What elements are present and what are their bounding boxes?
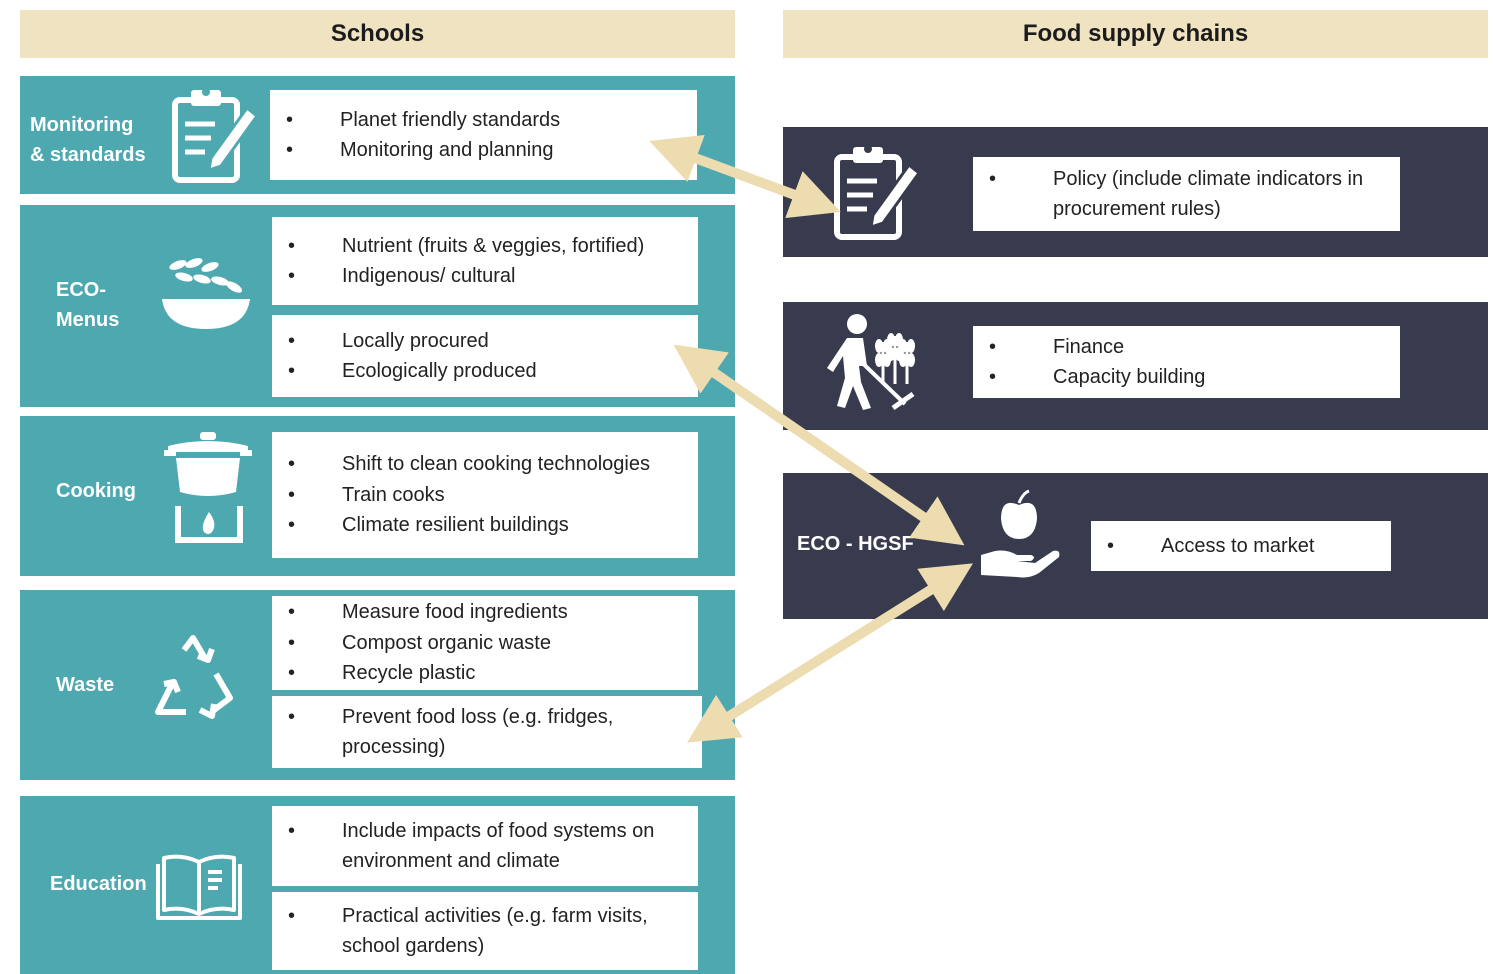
eco-menus-row: ECO- Menus • Nutrient (fruits & veggies, …	[20, 205, 735, 407]
farming-box: • Finance • Capacity building	[973, 326, 1400, 398]
food-supply-chains-header-text: Food supply chains	[1022, 20, 1249, 47]
item-text: Include impacts of food systems on envir…	[342, 819, 655, 873]
policy-box: • Policy (include climate indicators in p…	[973, 157, 1400, 231]
bullet: •	[288, 234, 296, 257]
list-item: • Ecologically produced	[284, 356, 688, 387]
eco-hgsf-label: ECO - HGSF	[797, 533, 914, 555]
food-supply-chains-header: Food supply chains	[783, 10, 1488, 58]
list-item: • Measure food ingredients	[284, 597, 688, 628]
list-item: • Prevent food loss (e.g. fridges, proces…	[284, 702, 692, 763]
bullet: •	[989, 335, 997, 358]
bullet: •	[288, 514, 296, 537]
list-item: • Capacity building	[985, 362, 1390, 393]
list-item: • Compost organic waste	[284, 628, 688, 659]
monitoring-standards-label: Monitoring & standards	[30, 114, 146, 166]
item-text: Nutrient (fruits & veggies, fortified)	[342, 234, 645, 257]
item-text: Locally procured	[342, 329, 489, 352]
item-text: Access to market	[1161, 534, 1315, 557]
education-box-1: • Include impacts of food systems on envi…	[272, 806, 698, 886]
open-book-icon	[154, 850, 244, 927]
bullet: •	[288, 904, 296, 927]
item-text: Ecologically produced	[342, 360, 537, 382]
bullet: •	[286, 108, 294, 131]
hand-apple-icon	[977, 489, 1063, 586]
cooking-box: • Shift to clean cooking technologies • Tr…	[272, 432, 698, 558]
clipboard-pencil-icon	[165, 84, 265, 193]
eco-menus-box-2: • Locally procured • Ecologically produced	[272, 315, 698, 397]
eco-hgsf-row: ECO - HGSF • Access to market	[783, 473, 1488, 619]
cooking-pot-stove-icon	[162, 430, 258, 551]
waste-box-2: • Prevent food loss (e.g. fridges, proces…	[272, 696, 702, 768]
item-text: Compost organic waste	[342, 631, 551, 654]
grain-bowl-icon	[158, 253, 254, 338]
item-text: Practical activities (e.g. farm visits, …	[342, 904, 648, 958]
bullet: •	[288, 662, 296, 685]
bullet: •	[989, 366, 997, 388]
bullet: •	[286, 139, 294, 161]
item-text: Policy (include climate indicators in pr…	[1053, 167, 1364, 221]
bullet: •	[288, 360, 296, 382]
list-item: • Climate resilient buildings	[284, 510, 688, 541]
waste-row: Waste • Measure food ingredients • Compost…	[20, 590, 735, 780]
bullet: •	[288, 819, 296, 842]
bullet: •	[288, 483, 296, 506]
bullet: •	[989, 167, 997, 190]
waste-box-1: • Measure food ingredients • Compost organ…	[272, 596, 698, 690]
item-text: Indigenous/ cultural	[342, 265, 516, 287]
list-item: • Finance	[985, 332, 1390, 363]
schools-header: Schools	[20, 10, 735, 58]
list-item: • Locally procured	[284, 326, 688, 357]
item-text: Recycle plastic	[342, 662, 476, 685]
list-item: • Access to market	[1103, 531, 1381, 562]
list-item: • Practical activities (e.g. farm visits,…	[284, 901, 688, 962]
item-text: Measure food ingredients	[342, 601, 568, 624]
list-item: • Shift to clean cooking technologies	[284, 449, 688, 480]
eco-menus-label: ECO- Menus	[56, 279, 120, 331]
item-text: Monitoring and planning	[340, 139, 554, 161]
bullet: •	[288, 601, 296, 624]
list-item: • Planet friendly standards	[282, 105, 687, 136]
item-text: Prevent food loss (e.g. fridges, process…	[342, 705, 614, 759]
education-row: Education • Include impacts of food syste…	[20, 796, 735, 974]
eco-menus-box-1: •Nutrient (fruits & veggies, fortified) …	[272, 217, 698, 305]
item-text: Train cooks	[342, 483, 445, 506]
list-item: • Indigenous/ cultural	[284, 261, 688, 292]
list-item: • Monitoring and planning	[282, 135, 687, 166]
list-item: • Recycle plastic	[284, 658, 688, 689]
item-text: Climate resilient buildings	[342, 514, 569, 537]
education-label: Education	[50, 873, 147, 895]
bullet: •	[1107, 534, 1115, 557]
monitoring-standards-row: Monitoring & standards • Planet friendly …	[20, 76, 735, 194]
farmer-raking-icon	[811, 312, 931, 421]
list-item: • Policy (include climate indicators in p…	[985, 164, 1390, 225]
eco-hgsf-box: • Access to market	[1091, 521, 1391, 571]
education-box-2: • Practical activities (e.g. farm visits,…	[272, 892, 698, 970]
bullet: •	[288, 631, 296, 654]
bullet: •	[288, 329, 296, 352]
monitoring-box: • Planet friendly standards • Monitoring a…	[270, 90, 697, 180]
cooking-label: Cooking	[56, 480, 136, 502]
clipboard-pencil-icon	[827, 141, 927, 250]
schools-header-text: Schools	[330, 20, 425, 47]
farming-row: • Finance • Capacity building	[783, 302, 1488, 430]
bullet: •	[288, 453, 296, 476]
recycle-icon	[150, 634, 236, 725]
bullet: •	[288, 705, 296, 728]
item-text: Finance	[1053, 335, 1125, 358]
bullet: •	[288, 265, 296, 287]
item-text: Shift to clean cooking technologies	[342, 453, 650, 476]
waste-label: Waste	[56, 674, 115, 696]
list-item: • Train cooks	[284, 480, 688, 511]
policy-row: • Policy (include climate indicators in p…	[783, 127, 1488, 257]
list-item: • Include impacts of food systems on envi…	[284, 816, 688, 877]
item-text: Capacity building	[1053, 366, 1206, 388]
cooking-row: Cooking • Shift to clean cooking technolo…	[20, 416, 735, 576]
list-item: • Nutrient (fruits & veggies, fortified)	[284, 231, 688, 262]
item-text: Planet friendly standards	[340, 108, 561, 131]
